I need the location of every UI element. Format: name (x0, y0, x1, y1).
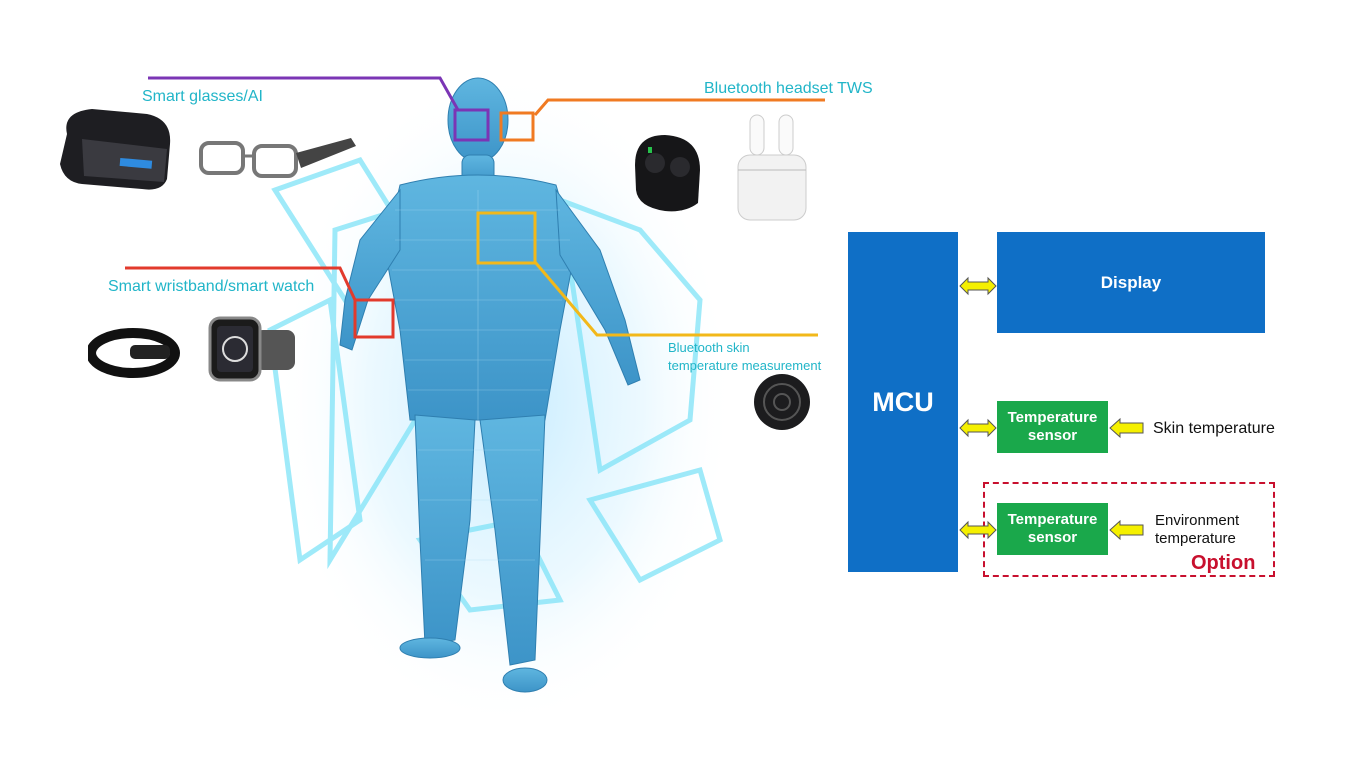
ear-highlight-box (499, 111, 535, 142)
wristband-icon (88, 328, 180, 378)
sensor1-label-1: Temperature (1007, 409, 1098, 426)
headset-callout-line (533, 98, 825, 116)
environment-input-arrow (1109, 519, 1144, 541)
temperature-sensor-skin: Temperature sensor (997, 401, 1108, 453)
skin-temperature-label: Skin temperature (1153, 420, 1275, 437)
mcu-sensor1-double-arrow (959, 418, 997, 438)
mcu-display-double-arrow (959, 276, 997, 296)
skin-measure-label-2: temperature measurement (668, 358, 822, 373)
option-label: Option (1191, 552, 1256, 574)
airpods-case-icon (737, 114, 807, 221)
smartwatch-icon (208, 316, 295, 382)
wristband-label: Smart wristband/smart watch (108, 278, 315, 295)
sensor2-label-1: Temperature (1007, 511, 1098, 528)
vr-headset-icon (60, 109, 171, 190)
smart-glasses-label: Smart glasses/AI (142, 88, 263, 105)
mcu-label: MCU (872, 386, 934, 417)
mcu-block: MCU (848, 232, 958, 572)
chest-highlight-box (476, 211, 537, 265)
temperature-sensor-environment: Temperature sensor (997, 503, 1108, 555)
smart-glasses-icon (199, 138, 356, 178)
sensor2-label-2: sensor (1027, 529, 1078, 546)
display-label: Display (1100, 272, 1162, 292)
chest-callout-line (533, 261, 818, 337)
sensor1-label-2: sensor (1027, 427, 1078, 444)
skin-measure-label-1: Bluetooth skin (668, 340, 750, 355)
earbuds-case-icon (635, 135, 700, 212)
glasses-callout-line (148, 76, 460, 111)
skin-input-arrow (1109, 417, 1144, 439)
skin-sensor-disc-icon (754, 374, 810, 430)
wrist-highlight-box (353, 298, 395, 339)
headset-label: Bluetooth headset TWS (704, 80, 873, 97)
mcu-sensor2-double-arrow (959, 520, 997, 540)
environment-temperature-label-1: Environment (1155, 512, 1240, 529)
wristband-callout-line (125, 266, 357, 301)
display-block: Display (997, 232, 1265, 333)
environment-temperature-label-2: temperature (1155, 530, 1236, 547)
eye-highlight-box (453, 108, 490, 142)
